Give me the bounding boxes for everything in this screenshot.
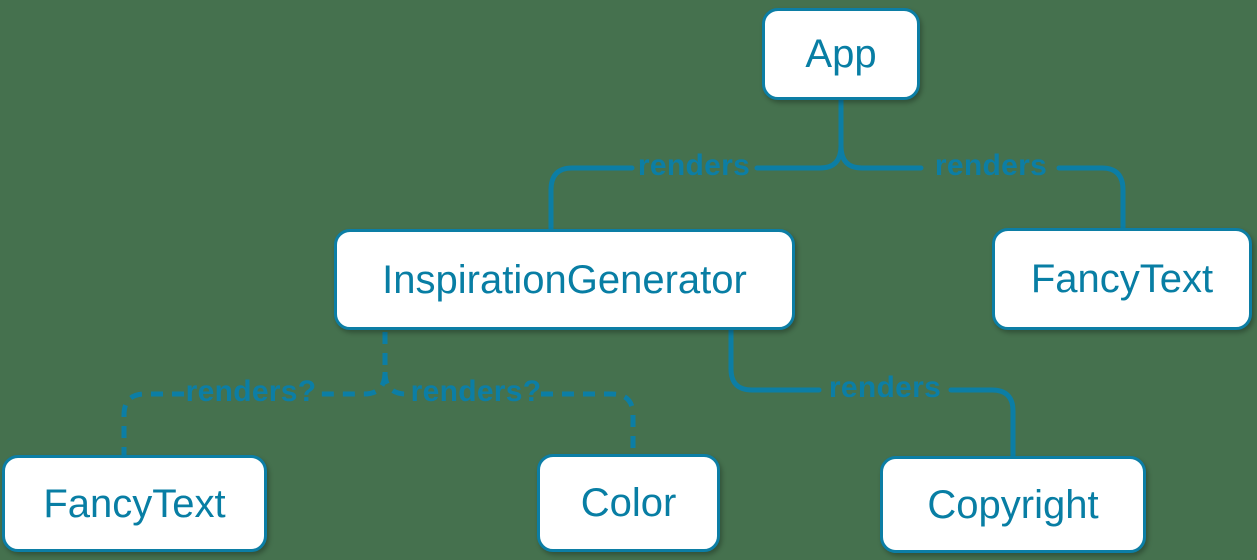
- edge-inspirationgenerator-to-fancytext-dashed: [121, 332, 388, 455]
- edge-app-to-fancytext: [838, 143, 1126, 232]
- edge-inspirationgenerator-to-color-dashed: [382, 371, 636, 454]
- edge-label-renders-app-fancytext: renders: [934, 149, 1048, 182]
- node-fancy-text-bottom: FancyText: [2, 455, 267, 552]
- node-inspiration-generator: InspirationGenerator: [334, 229, 795, 330]
- node-app: App: [762, 8, 920, 100]
- node-copyright: Copyright: [880, 456, 1146, 553]
- node-fancy-text-top: FancyText: [992, 228, 1252, 330]
- edge-label-renders-maybe-color: renders?: [410, 375, 542, 408]
- node-color: Color: [537, 454, 720, 552]
- edge-inspirationgenerator-to-copyright: [728, 327, 1016, 459]
- edge-label-renders-copyright: renders: [828, 371, 942, 404]
- edge-label-renders-maybe-fancytext: renders?: [185, 375, 317, 408]
- edge-label-renders-app-inspirationgenerator: renders: [637, 149, 751, 182]
